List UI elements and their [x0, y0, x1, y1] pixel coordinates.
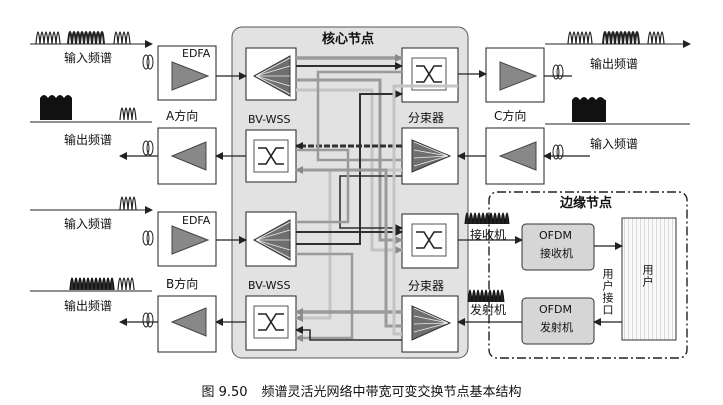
- bvwss-bottom-label: BV-WSS: [248, 279, 291, 292]
- splitter-icon: [252, 55, 291, 97]
- switch-icon: [416, 65, 442, 83]
- amplifier-icon: [171, 61, 210, 91]
- splitter-icon: [411, 305, 452, 341]
- edge-node-region: [488, 191, 688, 359]
- ofdm-receiver-box: [521, 223, 595, 271]
- core-node-title: 核心节点: [322, 32, 375, 47]
- spectrum-transmitter-icon: [467, 289, 505, 303]
- amplifier-icon: [171, 225, 210, 255]
- edge-links: [457, 236, 623, 326]
- spectrum-input-c-icon: [572, 97, 606, 122]
- bvwss-top-label: BV-WSS: [248, 113, 291, 126]
- user-label: 用户: [641, 264, 654, 288]
- edfa-b-label: EDFA: [182, 214, 211, 227]
- spectrum-output-a-icon: [40, 95, 137, 121]
- output-spectrum-b-label: 输出频谱: [64, 299, 113, 313]
- direction-a-label: A方向: [166, 109, 199, 123]
- ofdm-tx-line2: 发射机: [540, 321, 573, 334]
- input-spectrum-c-label: 输入频谱: [590, 137, 639, 151]
- ofdm-rx-line2: 接收机: [540, 247, 573, 260]
- input-spectrum-a-label: 输入频谱: [64, 51, 113, 65]
- transmitter-label: 发射机: [470, 303, 507, 317]
- direction-b-label: B方向: [166, 277, 199, 291]
- ofdm-tx-line1: OFDM: [539, 303, 572, 316]
- amplifier-icon: [498, 141, 537, 171]
- output-spectrum-c-label: 输出频谱: [590, 57, 639, 71]
- amplifier-icon: [170, 307, 207, 337]
- direction-links: [119, 72, 590, 326]
- splitter-icon: [252, 219, 291, 261]
- splitter-top-label: 分束器: [408, 111, 445, 125]
- figure-caption: 图 9.50 频谱灵活光网络中带宽可变交换节点基本结构: [0, 381, 723, 400]
- spectrum-output-c-icon: [567, 31, 665, 45]
- receiver-label: 接收机: [470, 228, 507, 242]
- core-node-region: [231, 26, 469, 359]
- spectrum-input-a-icon: [35, 31, 131, 45]
- figure-number: 图 9.50: [201, 385, 248, 400]
- switch-icon: [258, 313, 284, 331]
- input-spectrum-b-label: 输入频谱: [64, 217, 113, 231]
- edge-node-title: 边缘节点: [560, 196, 613, 211]
- spectrum-receiver-icon: [464, 212, 510, 225]
- spectrum-output-b-icon: [69, 277, 135, 291]
- edfa-a-label: EDFA: [182, 47, 211, 60]
- direction-c-label: C方向: [494, 109, 527, 123]
- output-spectrum-a-label: 输出频谱: [64, 133, 113, 147]
- core-interconnects: [295, 54, 487, 342]
- amplifier-icon: [499, 61, 538, 91]
- splitter-bottom-label: 分束器: [408, 279, 445, 293]
- user-box: [621, 217, 677, 341]
- splitter-icon: [411, 139, 452, 173]
- spectrum-input-b-icon: [119, 196, 137, 211]
- switch-icon: [258, 147, 284, 165]
- user-interface-label: 用户接口: [601, 268, 614, 316]
- switch-icon: [416, 231, 442, 249]
- ofdm-rx-line1: OFDM: [539, 229, 572, 242]
- fiber-coil-icon: [142, 54, 564, 328]
- figure-title: 频谱灵活光网络中带宽可变交换节点基本结构: [261, 385, 522, 400]
- amplifier-icon: [170, 141, 207, 171]
